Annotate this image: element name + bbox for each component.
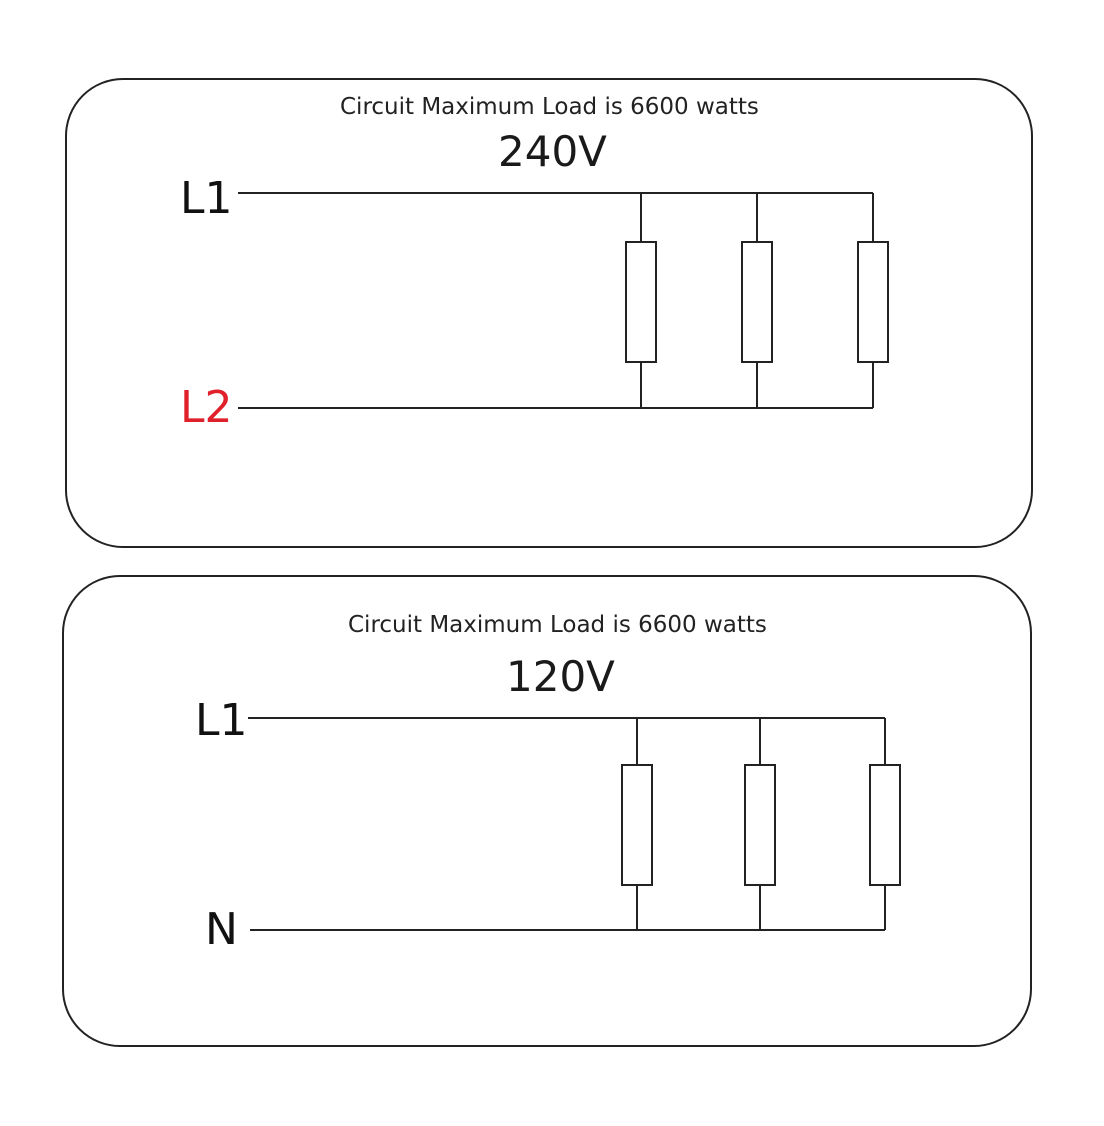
circuit-120v-voltage-label: 120V — [506, 652, 615, 701]
terminal-l2-240v: L2 — [180, 382, 233, 433]
circuit-120v-wiring — [248, 717, 901, 931]
terminal-neutral-120v: N — [205, 904, 238, 955]
resistor-120v-3 — [869, 718, 901, 930]
terminal-l1-120v: L1 — [195, 695, 248, 746]
resistor-240v-1 — [625, 193, 657, 408]
circuit-240v-wiring — [238, 192, 889, 409]
terminal-l1-240v: L1 — [180, 173, 233, 224]
circuit-120v-heading: Circuit Maximum Load is 6600 watts — [348, 612, 767, 638]
resistor-240v-2 — [741, 193, 773, 408]
resistor-120v-2 — [744, 718, 776, 930]
resistor-120v-1 — [621, 718, 653, 930]
circuit-240v-heading: Circuit Maximum Load is 6600 watts — [340, 94, 759, 120]
resistor-240v-3 — [857, 193, 889, 408]
circuit-240v-voltage-label: 240V — [498, 127, 607, 176]
